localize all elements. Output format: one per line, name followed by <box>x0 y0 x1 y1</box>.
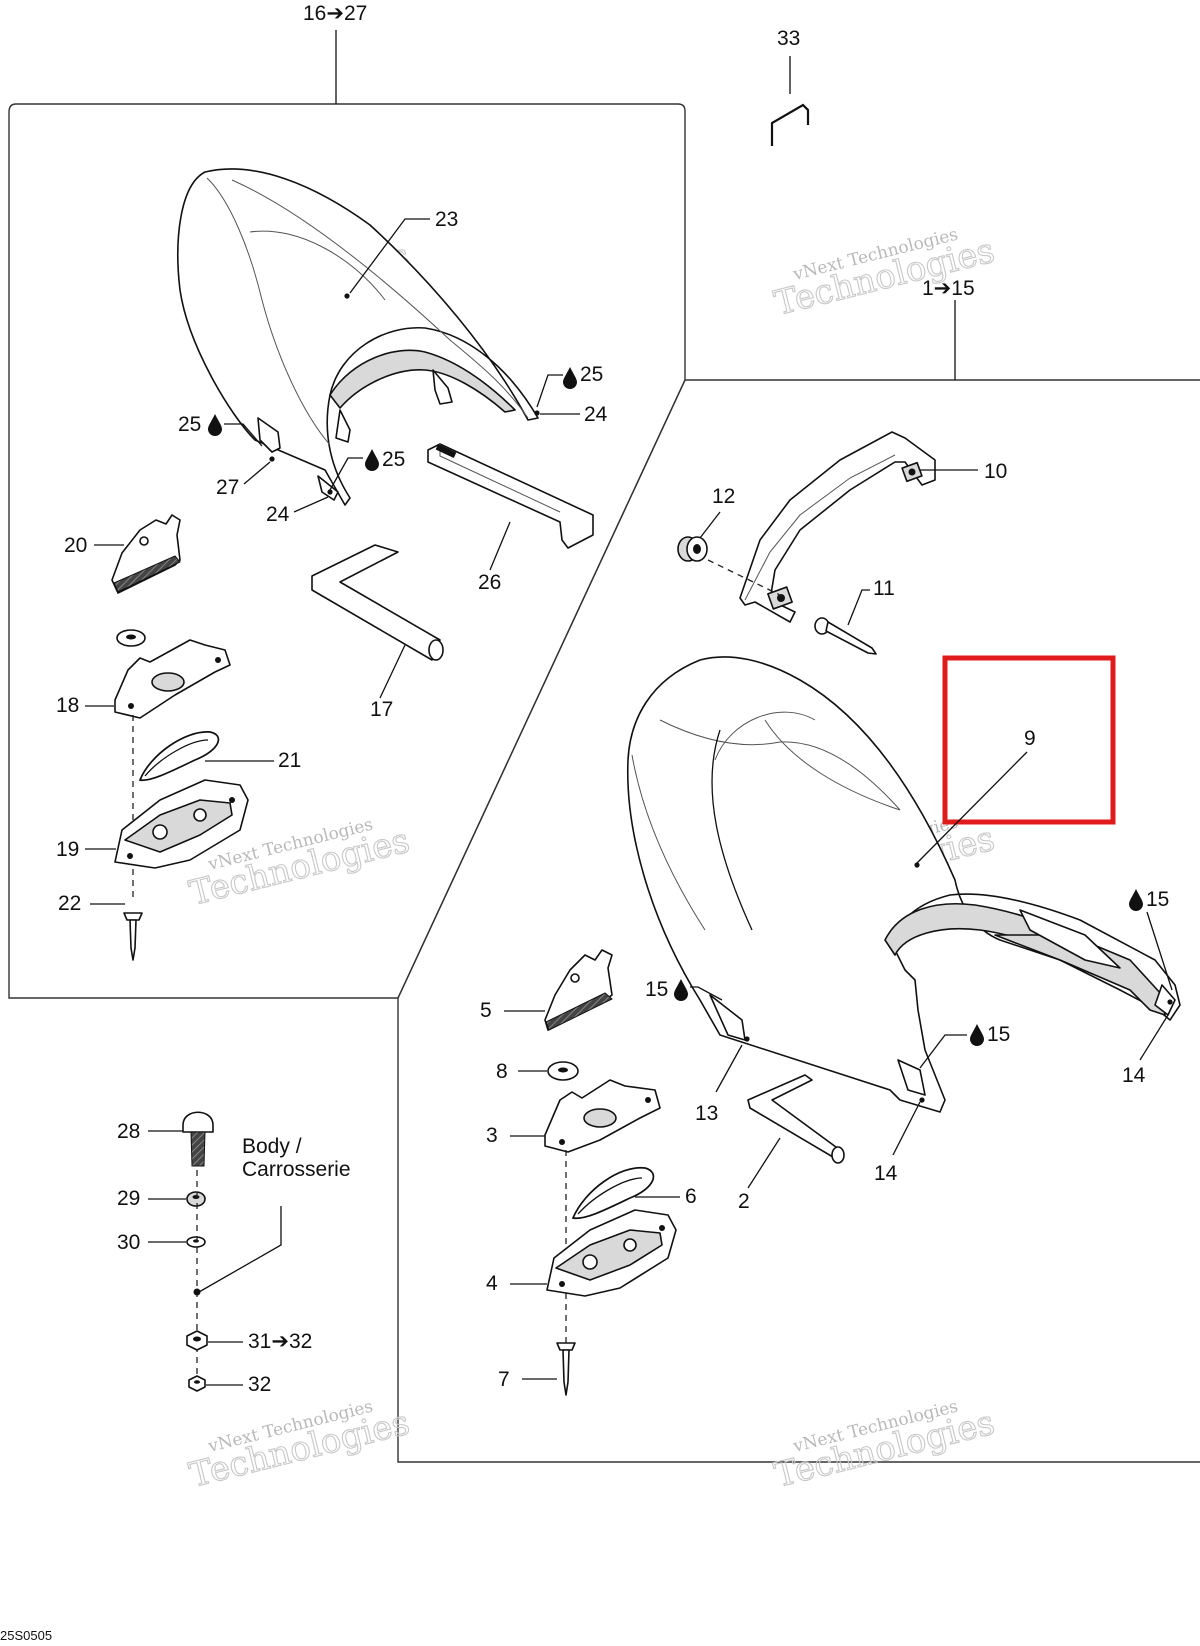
callout-5[interactable]: 5 <box>480 999 492 1022</box>
callout-6[interactable]: 6 <box>685 1185 697 1208</box>
svg-text:15: 15 <box>1146 888 1169 911</box>
callout-11[interactable]: 11 <box>873 577 895 600</box>
drop-icon <box>1129 889 1143 911</box>
watermark-3: vNext Technologies Technologies <box>185 1397 414 1497</box>
callout-16-27[interactable]: 16➔27 <box>303 2 367 25</box>
callout-25-b[interactable]: 25 <box>178 413 222 436</box>
drop-icon <box>365 449 379 471</box>
part-29-washer[interactable] <box>186 1191 206 1207</box>
part-22-rivet[interactable] <box>123 912 143 961</box>
callout-3[interactable]: 3 <box>486 1124 498 1147</box>
part-5-latch[interactable] <box>544 949 613 1031</box>
part-32-nut[interactable] <box>188 1375 206 1392</box>
svg-text:25: 25 <box>580 363 603 386</box>
callout-12[interactable]: 12 <box>712 485 735 508</box>
callout-13[interactable]: 13 <box>695 1102 718 1125</box>
callout-23[interactable]: 23 <box>435 208 458 231</box>
part-31-nut[interactable] <box>186 1330 208 1351</box>
body-label-line2: Carrosserie <box>242 1158 351 1181</box>
part-12-grommet[interactable] <box>677 536 708 562</box>
callout-1-15[interactable]: 1➔15 <box>922 277 975 300</box>
callout-30[interactable]: 30 <box>117 1231 140 1254</box>
callout-31-32[interactable]: 31➔32 <box>248 1330 312 1353</box>
svg-text:15: 15 <box>987 1023 1010 1046</box>
body-label-line1: Body / <box>242 1135 302 1158</box>
part-2-tube[interactable] <box>747 1074 845 1164</box>
callout-33[interactable]: 33 <box>777 27 800 50</box>
part-30-washer[interactable] <box>186 1236 206 1248</box>
body-mount-point <box>193 1288 201 1296</box>
svg-text:15: 15 <box>645 978 668 1001</box>
callout-15-b[interactable]: 15 <box>645 978 688 1001</box>
part-4-housing[interactable] <box>546 1209 677 1297</box>
part-17-tube[interactable] <box>311 544 444 661</box>
callout-9[interactable]: 9 <box>1024 727 1036 750</box>
callout-29[interactable]: 29 <box>117 1187 140 1210</box>
callout-27[interactable]: 27 <box>216 476 239 499</box>
callout-2[interactable]: 2 <box>738 1190 750 1213</box>
watermark-4: vNext Technologies Technologies <box>770 225 999 325</box>
callout-32[interactable]: 32 <box>248 1373 271 1396</box>
part-23-rear-seat[interactable] <box>177 168 540 506</box>
part-26-strap[interactable] <box>427 443 594 549</box>
drop-icon <box>563 367 577 389</box>
part-9-highlight-box <box>942 655 1116 825</box>
svg-text:25: 25 <box>178 413 201 436</box>
callout-19[interactable]: 19 <box>56 838 79 861</box>
front-seat-frame <box>397 379 1200 1463</box>
callout-14-a[interactable]: 14 <box>1122 1064 1146 1087</box>
drop-icon <box>674 979 688 1001</box>
callout-24-b[interactable]: 24 <box>266 503 290 526</box>
part-3-plate[interactable] <box>544 1079 661 1153</box>
callout-15-c[interactable]: 15 <box>970 1023 1010 1046</box>
part-11-screw[interactable] <box>814 617 877 655</box>
part-8-washer[interactable] <box>547 1061 579 1081</box>
callout-8[interactable]: 8 <box>496 1060 508 1083</box>
drop-icon <box>208 414 222 436</box>
part-28-bolt[interactable] <box>182 1111 214 1167</box>
callout-25-a[interactable]: 25 <box>563 363 603 389</box>
diagram-code: 25S0505 <box>0 1628 52 1643</box>
callout-4[interactable]: 4 <box>486 1272 498 1295</box>
part-6-seal[interactable] <box>571 1167 655 1220</box>
part-33-clip[interactable] <box>770 103 810 146</box>
callout-10[interactable]: 10 <box>984 460 1007 483</box>
callout-22[interactable]: 22 <box>58 892 81 915</box>
part-19-housing[interactable] <box>114 779 249 869</box>
part-10-handle[interactable] <box>739 431 936 623</box>
part-20-latch[interactable] <box>111 514 181 594</box>
callout-21[interactable]: 21 <box>278 749 301 772</box>
callout-15-a[interactable]: 15 <box>1129 888 1169 911</box>
callout-26[interactable]: 26 <box>478 571 501 594</box>
part-7-rivet[interactable] <box>556 1342 576 1396</box>
callout-17[interactable]: 17 <box>370 698 393 721</box>
callout-14-b[interactable]: 14 <box>874 1162 898 1185</box>
drop-icon <box>970 1024 984 1046</box>
watermark-6: vNext Technologies Technologies <box>770 1397 999 1497</box>
callout-18[interactable]: 18 <box>56 694 79 717</box>
callout-7[interactable]: 7 <box>498 1368 510 1391</box>
callout-20[interactable]: 20 <box>64 534 87 557</box>
svg-text:25: 25 <box>382 448 405 471</box>
part-9-front-seat[interactable] <box>626 656 1181 1113</box>
part-21-seal[interactable] <box>138 731 220 782</box>
callout-25-c[interactable]: 25 <box>365 448 405 471</box>
part-18-plate[interactable] <box>114 639 231 719</box>
callout-28[interactable]: 28 <box>117 1120 140 1143</box>
callout-24-a[interactable]: 24 <box>584 403 608 426</box>
